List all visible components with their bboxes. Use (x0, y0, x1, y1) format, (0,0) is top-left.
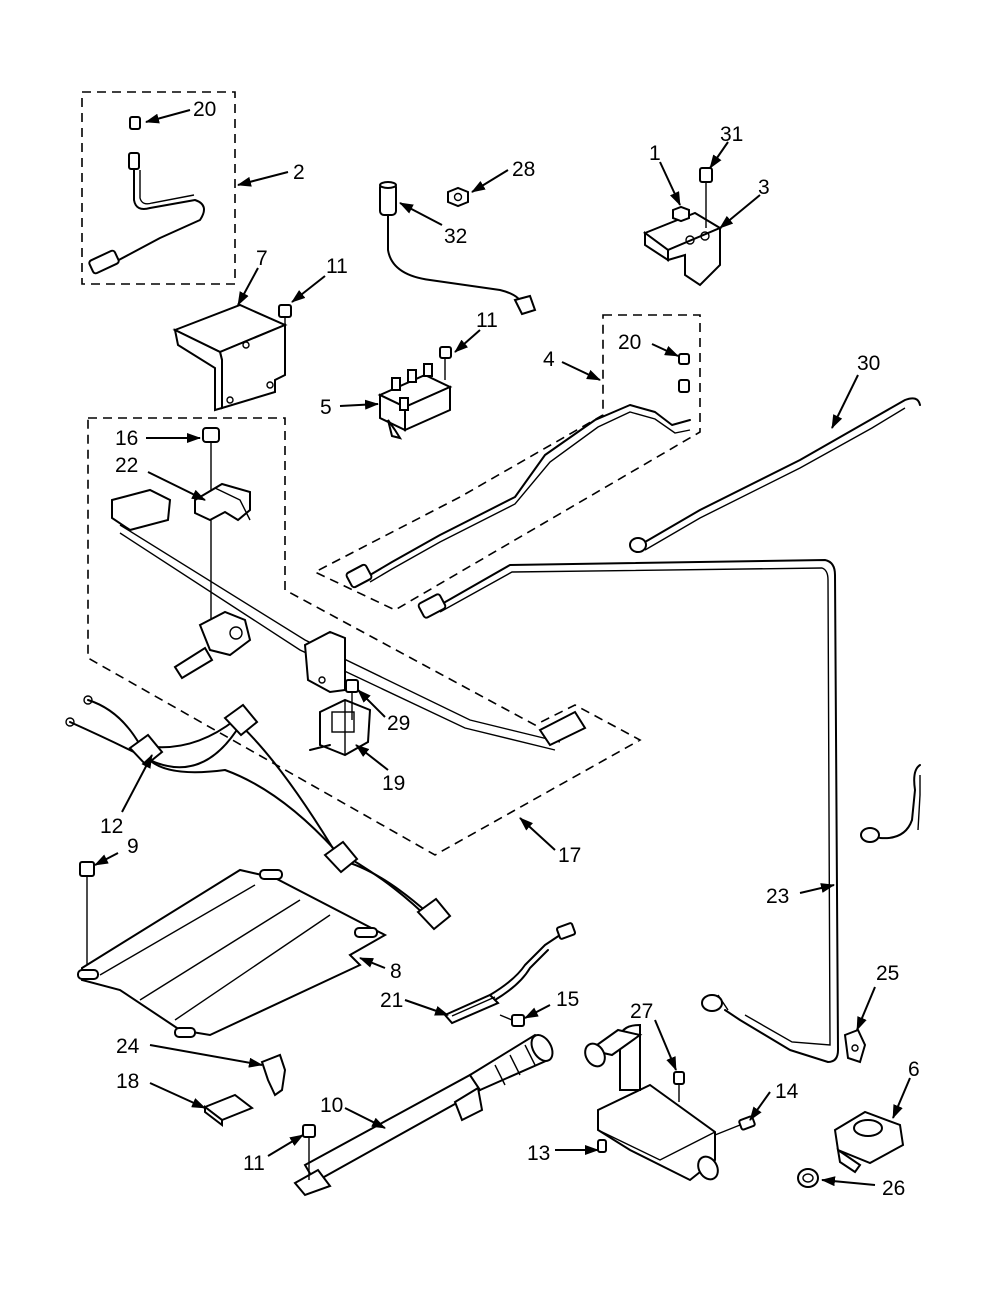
part-11-screw-top (278, 304, 292, 350)
part-2-hose-assembly (88, 116, 205, 275)
callout-5: 5 (320, 396, 332, 419)
callout-19: 19 (382, 772, 405, 795)
callout-7: 7 (256, 247, 268, 270)
callout-29: 29 (387, 712, 410, 735)
part-3-mount-bracket (642, 211, 723, 287)
callout-30: 30 (857, 352, 880, 375)
callout-10: 10 (320, 1094, 343, 1117)
part-17-valve-assembly (111, 427, 587, 751)
part-25-clip (843, 1028, 867, 1064)
part-10-burner (293, 1033, 554, 1197)
part-9-screw (79, 861, 95, 975)
callout-17: 17 (558, 844, 581, 867)
part-28-nut (447, 186, 469, 208)
callout-24: 24 (116, 1035, 140, 1058)
group-box-2 (81, 91, 236, 285)
callout-11-bottom: 11 (243, 1152, 265, 1175)
part-23-gas-tube (417, 559, 839, 1063)
part-32-sensor (379, 181, 537, 316)
part-15-screw (499, 1014, 525, 1027)
callout-27: 27 (630, 1000, 653, 1023)
callout-13: 13 (527, 1142, 550, 1165)
callout-15: 15 (556, 988, 579, 1011)
callout-2: 2 (293, 161, 305, 184)
part-6-regulator (833, 1110, 905, 1174)
callout-11-top: 11 (326, 255, 348, 278)
callout-8: 8 (390, 960, 402, 983)
callout-9: 9 (127, 835, 139, 858)
callout-31: 31 (720, 123, 743, 146)
part-29-screw (345, 679, 359, 720)
callout-26: 26 (882, 1177, 905, 1200)
group-box-17 (87, 417, 642, 856)
part-8-shield (77, 868, 388, 1038)
leader-lines (94, 109, 911, 1187)
callout-28: 28 (512, 158, 535, 181)
callout-labels: 20 2 7 11 28 32 1 31 3 11 5 4 20 30 16 2… (100, 98, 920, 1200)
part-4-gas-tube (345, 353, 691, 589)
part-30-tube (629, 397, 921, 553)
part-18-grommet (202, 1093, 255, 1128)
callout-14: 14 (775, 1080, 799, 1103)
part-5-switch-block (377, 363, 453, 440)
part-24-clip (260, 1053, 287, 1097)
callout-18: 18 (116, 1070, 139, 1093)
callout-32: 32 (444, 225, 467, 248)
callout-4: 4 (543, 348, 555, 371)
callout-25: 25 (876, 962, 899, 985)
callout-3: 3 (758, 176, 770, 199)
callout-23: 23 (766, 885, 789, 908)
part-14-screw (714, 1115, 756, 1136)
callout-12: 12 (100, 815, 123, 838)
part-19-switch (309, 698, 372, 757)
part-31-screw (699, 167, 713, 228)
part-7-bracket (172, 303, 288, 412)
part-21-igniter (443, 922, 577, 1025)
callout-22: 22 (115, 454, 138, 477)
tube-fragment-right (860, 764, 921, 843)
part-27-screw (673, 1071, 685, 1102)
callout-1: 1 (649, 142, 661, 165)
part-1-nut (672, 205, 690, 223)
callout-11-middle: 11 (476, 309, 498, 332)
callout-20-right: 20 (618, 331, 641, 354)
callout-6: 6 (908, 1058, 920, 1081)
callout-16: 16 (115, 427, 138, 450)
part-26-fitting (797, 1168, 819, 1188)
part-13-burner-base (584, 1023, 719, 1182)
callout-21: 21 (380, 989, 403, 1012)
part-11-screw-middle (439, 346, 452, 380)
part-11-screw-bottom (302, 1124, 316, 1180)
callout-20-top: 20 (193, 98, 216, 121)
